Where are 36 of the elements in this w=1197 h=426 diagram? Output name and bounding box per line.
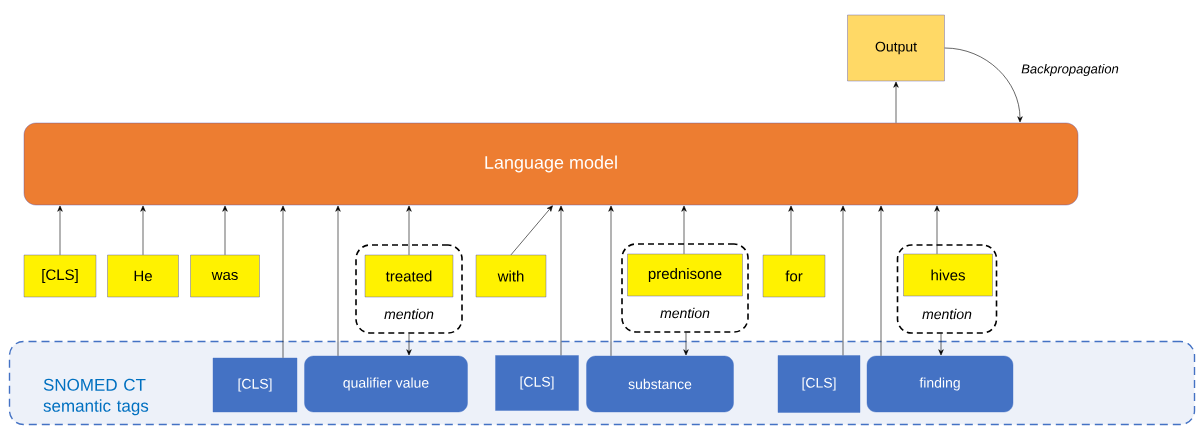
language-model-box: Language model xyxy=(23,122,1079,206)
token-box: prednisone xyxy=(627,253,743,297)
arrow xyxy=(140,205,146,256)
tag-box: qualifier value xyxy=(304,355,468,413)
arrow xyxy=(608,205,614,357)
token-box: was xyxy=(190,254,260,298)
arrow xyxy=(878,205,884,357)
arrow xyxy=(944,47,1023,123)
tag-box: [CLS] xyxy=(777,355,861,413)
token-box: for xyxy=(762,254,826,298)
arrow xyxy=(840,205,846,356)
arrow xyxy=(934,205,940,255)
token-box: treated xyxy=(364,254,454,298)
output-box: Output xyxy=(847,14,945,82)
tag-box: finding xyxy=(866,355,1014,413)
arrow xyxy=(893,81,899,124)
token-box: He xyxy=(107,254,179,298)
arrow xyxy=(335,205,341,357)
arrow xyxy=(222,205,228,256)
arrow xyxy=(510,205,553,256)
tag-box: substance xyxy=(586,355,734,413)
arrow xyxy=(938,333,944,356)
edge-label: Backpropagation xyxy=(1020,62,1120,78)
token-box: with xyxy=(475,254,547,298)
arrow xyxy=(406,205,412,256)
tag-box: [CLS] xyxy=(212,357,298,413)
arrow xyxy=(406,333,412,356)
token-box: hives xyxy=(903,253,993,297)
token-box: [CLS] xyxy=(23,254,97,298)
arrow xyxy=(683,332,689,356)
tag-box: [CLS] xyxy=(495,355,579,411)
arrow xyxy=(681,205,687,255)
arrow xyxy=(788,205,794,256)
arrow xyxy=(558,205,564,356)
arrow xyxy=(280,205,286,359)
arrow xyxy=(57,205,63,256)
